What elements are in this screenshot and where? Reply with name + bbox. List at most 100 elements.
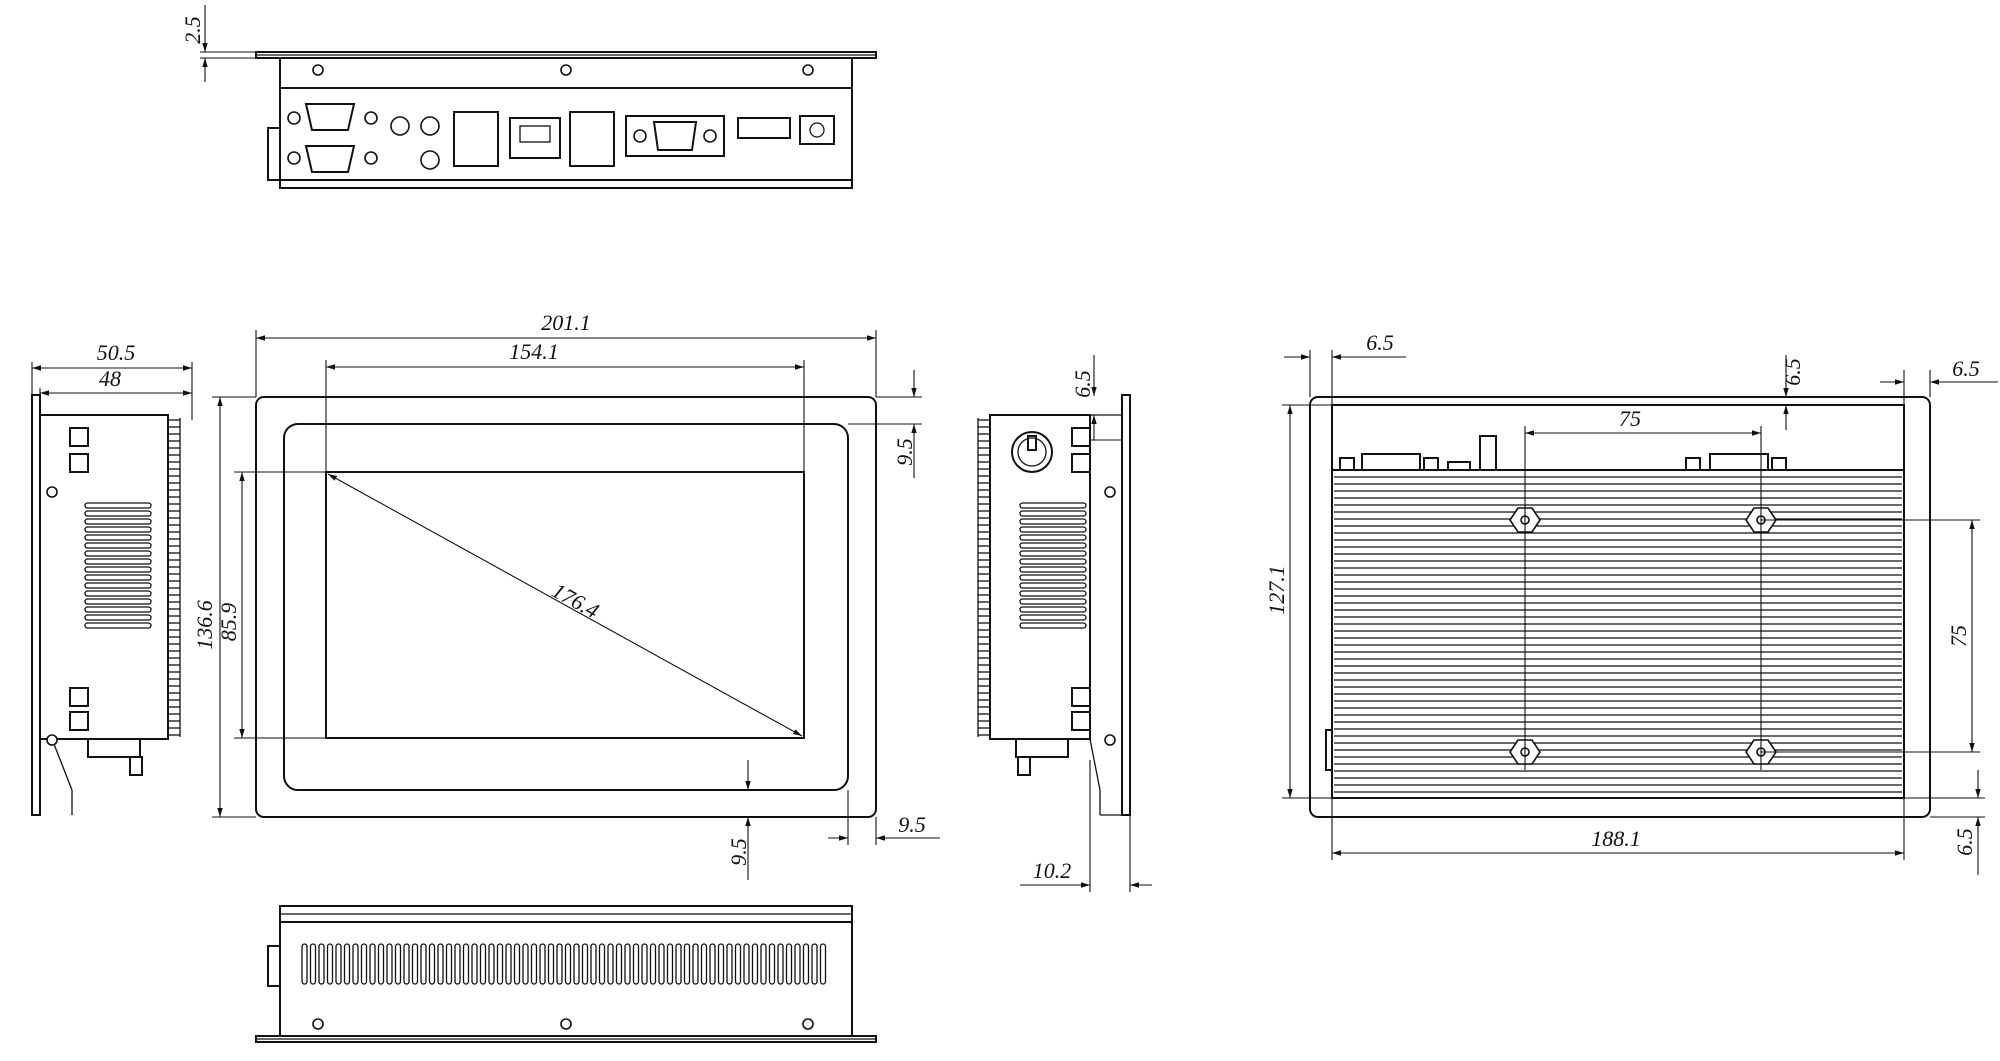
vent-slot xyxy=(513,943,521,985)
vent-slot xyxy=(84,574,152,581)
rear-frame xyxy=(1309,396,1931,818)
dim-rear-right-offset: 6.5 xyxy=(1952,356,1980,381)
vent-slot xyxy=(318,943,325,985)
vent-slot xyxy=(84,614,152,621)
vent-slot xyxy=(1019,622,1087,629)
front-view: 176.4 201.1 154.1 136.6 85.9 9.5 9.5 xyxy=(192,310,940,880)
vent-slot xyxy=(505,943,512,985)
vent-slot xyxy=(632,943,640,985)
vent-slot xyxy=(649,943,657,985)
vent-slot xyxy=(343,943,351,985)
right-heatsink-fins xyxy=(977,418,990,737)
vent-slot xyxy=(377,943,385,985)
vent-slot xyxy=(547,943,555,985)
vent-slot xyxy=(530,943,538,985)
vent-slot xyxy=(84,566,152,573)
vent-slot xyxy=(1019,606,1087,613)
vent-slot xyxy=(734,943,742,985)
vent-slot xyxy=(420,943,427,985)
vent-slot xyxy=(709,943,716,985)
dim-display-height: 85.9 xyxy=(216,603,241,642)
vent-slot xyxy=(84,590,152,597)
audio-jack xyxy=(420,116,440,136)
display-area xyxy=(325,471,805,739)
vent-slot xyxy=(1019,542,1087,549)
dim-body-depth: 48 xyxy=(99,366,121,391)
dim-cutout-width: 188.1 xyxy=(1591,826,1641,851)
dim-flange-thickness: 2.5 xyxy=(180,16,205,44)
vent-slot xyxy=(768,943,776,985)
bottom-view xyxy=(255,905,877,1043)
vent-slot xyxy=(1019,558,1087,565)
vent-slot xyxy=(802,943,810,985)
vent-slot xyxy=(683,943,691,985)
vent-slot xyxy=(607,943,614,985)
right-vent-slots xyxy=(1019,502,1087,629)
vent-slot xyxy=(1019,590,1087,597)
ethernet-port xyxy=(509,117,561,159)
vent-slot xyxy=(84,526,152,533)
vent-slot xyxy=(496,943,504,985)
vent-slot xyxy=(598,943,606,985)
dim-vesa-vertical: 75 xyxy=(1946,625,1971,647)
vent-slot xyxy=(84,502,152,509)
vent-slot xyxy=(84,518,152,525)
vent-slot xyxy=(819,943,827,985)
dim-flange-offset: 6.5 xyxy=(1070,370,1095,398)
vent-slot xyxy=(743,943,750,985)
vent-slot xyxy=(394,943,402,985)
vent-slot xyxy=(437,943,444,985)
vent-slot xyxy=(1019,502,1087,509)
vent-slot xyxy=(369,943,376,985)
vent-slot xyxy=(1019,534,1087,541)
vent-slot xyxy=(445,943,453,985)
dim-total-depth: 50.5 xyxy=(97,340,136,365)
vent-slot xyxy=(403,943,410,985)
vent-slot xyxy=(573,943,580,985)
left-vent-slots xyxy=(84,502,152,629)
bottom-vent-slots xyxy=(301,943,827,985)
vent-slot xyxy=(84,550,152,557)
vent-slot xyxy=(479,943,487,985)
vent-slot xyxy=(1019,566,1087,573)
vent-slot xyxy=(1019,510,1087,517)
vent-slot xyxy=(301,943,308,985)
vent-slot xyxy=(522,943,529,985)
left-body xyxy=(39,414,169,740)
vent-slot xyxy=(84,542,152,549)
vga-port xyxy=(625,115,725,157)
vent-slot xyxy=(352,943,359,985)
vent-slot xyxy=(1019,614,1087,621)
vent-slot xyxy=(658,943,665,985)
top-body xyxy=(279,57,853,189)
vent-slot xyxy=(84,534,152,541)
power-jack xyxy=(799,115,835,145)
vent-slot xyxy=(675,943,682,985)
hdmi-port xyxy=(737,117,791,139)
vent-slot xyxy=(84,598,152,605)
vent-slot xyxy=(84,622,152,629)
vent-slot xyxy=(462,943,470,985)
vent-slot xyxy=(454,943,461,985)
vent-slot xyxy=(641,943,648,985)
serial-port xyxy=(287,145,378,173)
vent-slot xyxy=(794,943,801,985)
vent-slot xyxy=(777,943,784,985)
vent-slot xyxy=(326,943,334,985)
dim-top-margin: 9.5 xyxy=(892,438,917,466)
vent-slot xyxy=(1019,550,1087,557)
dim-bottom-margin: 9.5 xyxy=(726,838,751,866)
vent-slot xyxy=(386,943,393,985)
usb-port xyxy=(453,111,499,167)
vent-slot xyxy=(590,943,597,985)
rear-cutout xyxy=(1331,404,1905,799)
vent-slot xyxy=(1019,574,1087,581)
dim-side-margin: 9.5 xyxy=(898,812,926,837)
vent-slot xyxy=(84,606,152,613)
vent-slot xyxy=(1019,582,1087,589)
dim-overall-height: 136.6 xyxy=(192,600,217,650)
vent-slot xyxy=(556,943,563,985)
dim-vesa-horizontal: 75 xyxy=(1619,406,1641,431)
vent-slot xyxy=(581,943,589,985)
dim-rear-bottom-offset: 6.5 xyxy=(1952,828,1977,856)
